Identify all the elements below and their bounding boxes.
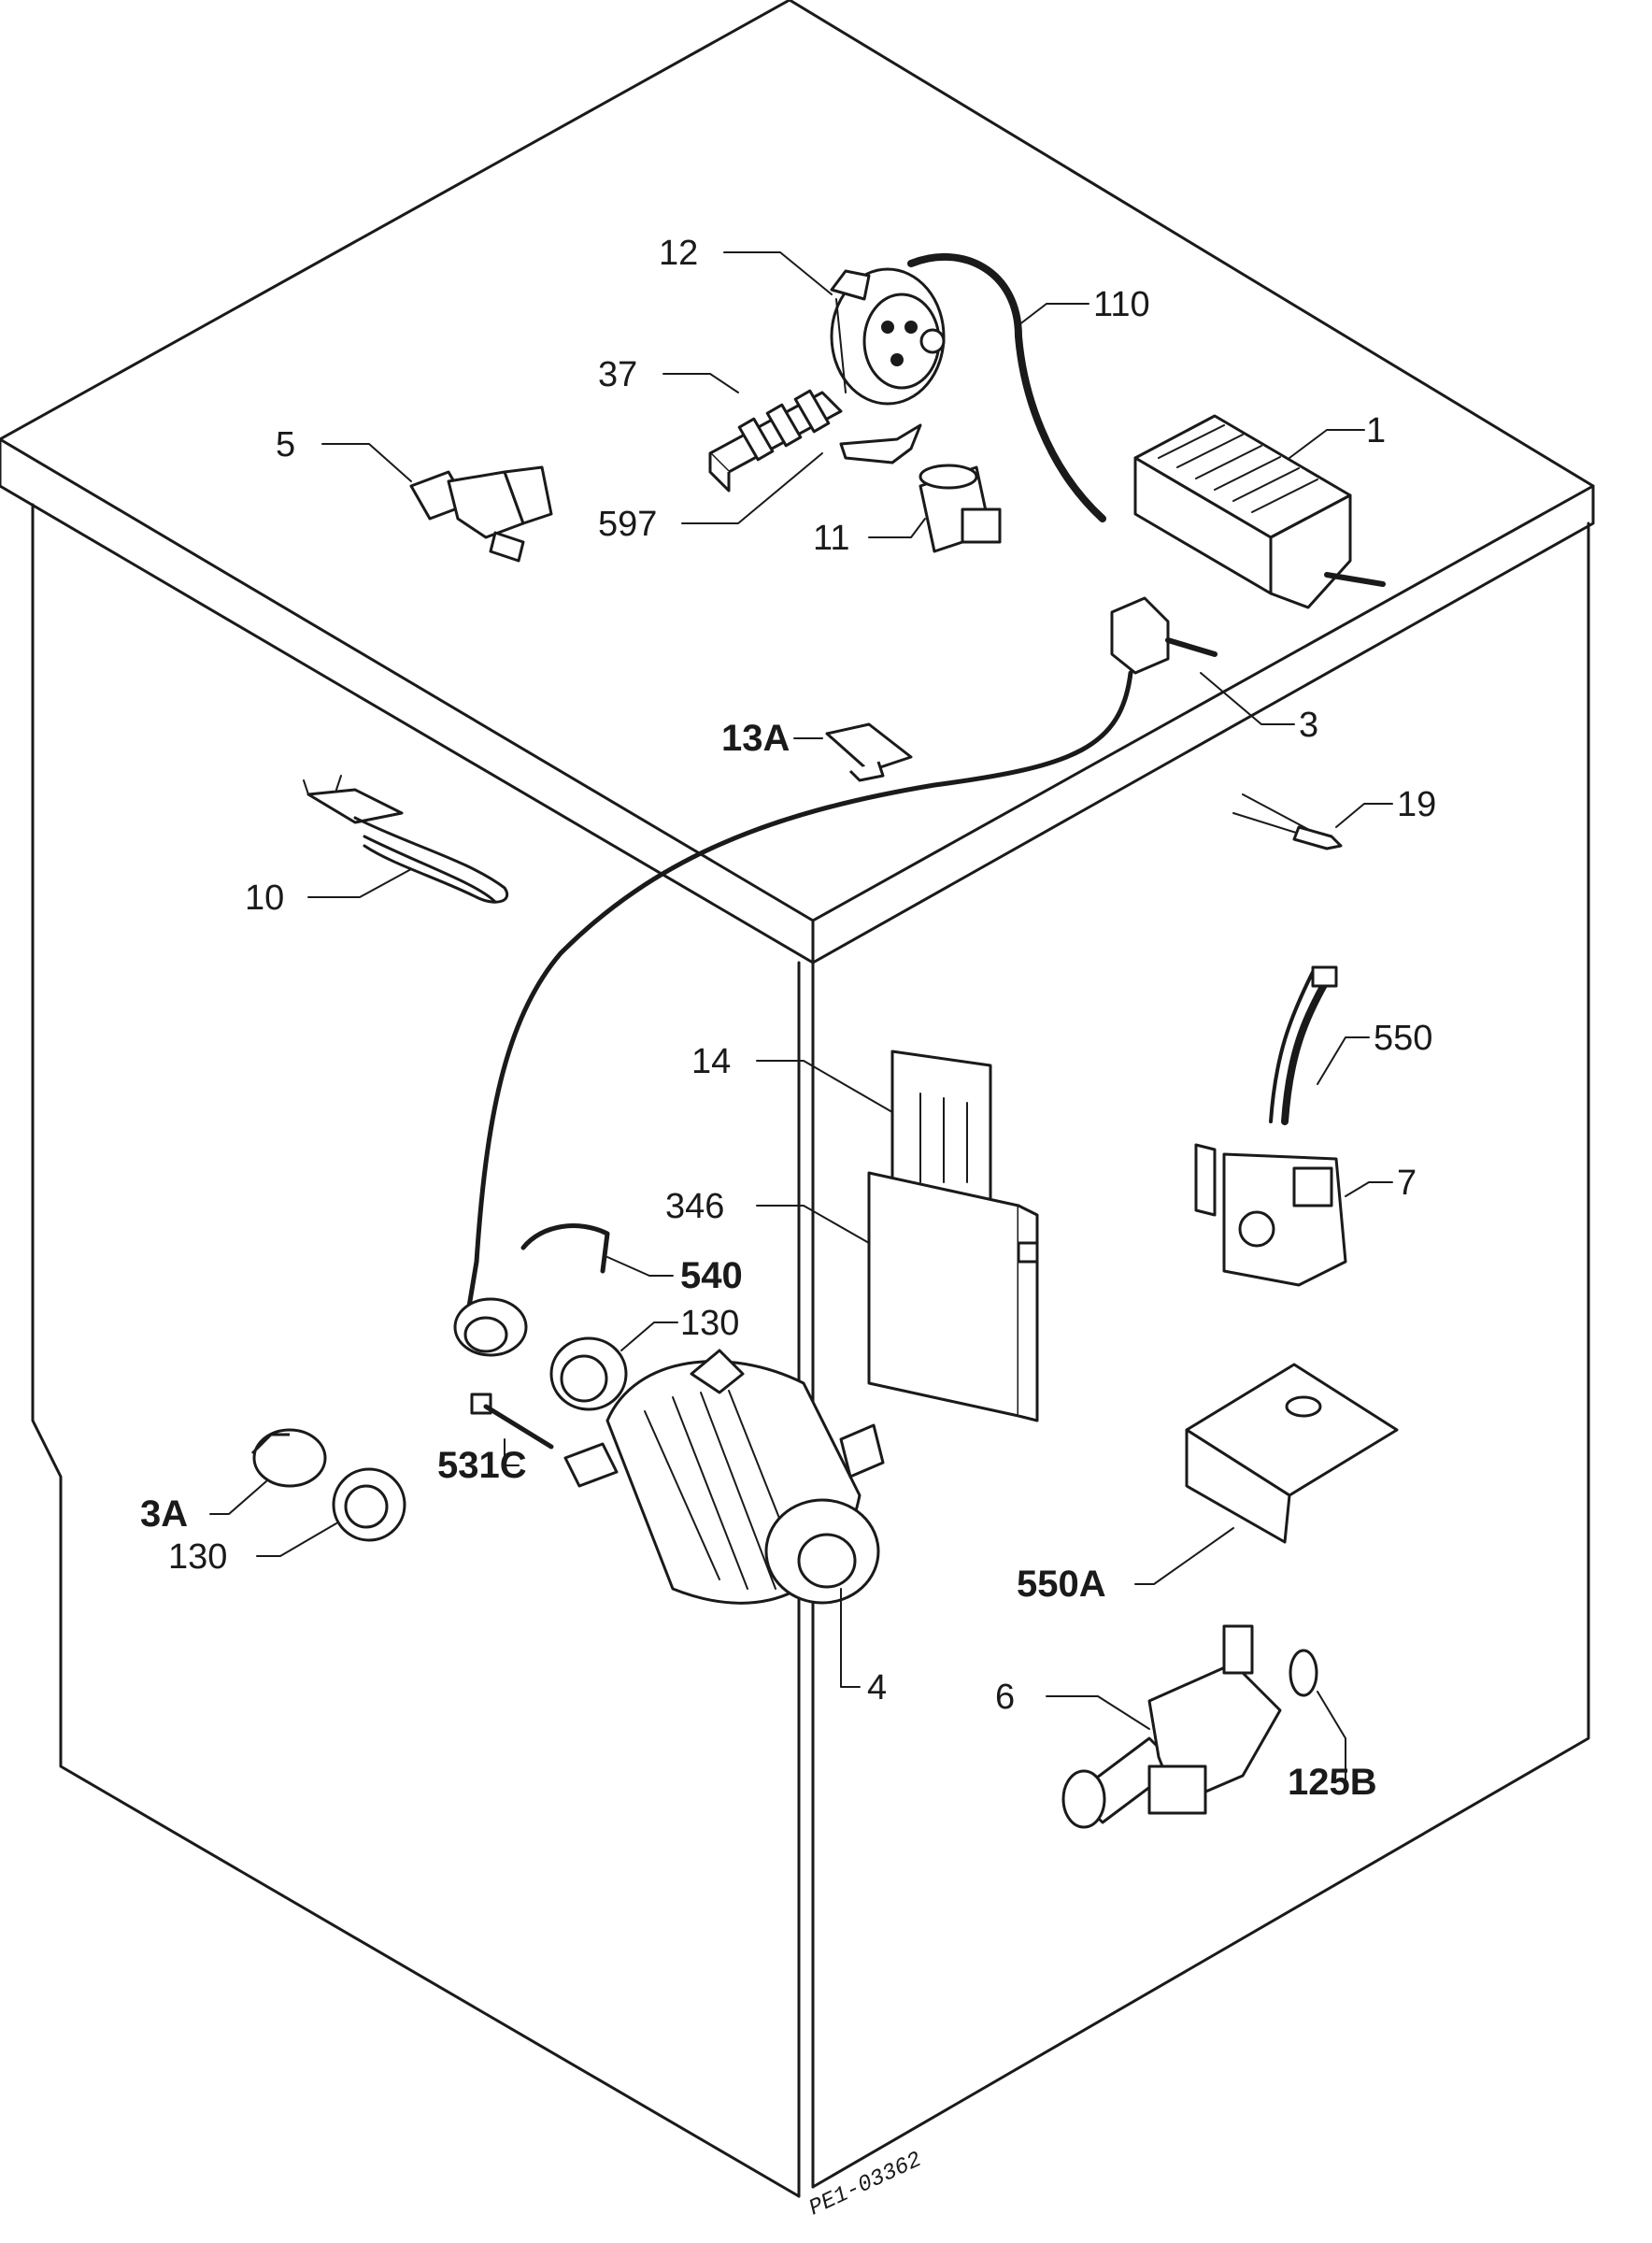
label-346: 346 [665,1187,724,1226]
label-5: 5 [276,425,295,464]
pump-motor-part-4 [563,1349,885,1605]
grommet-part-130-lower [332,1467,406,1542]
heater-part-10 [303,775,508,904]
capacitor-part-11 [919,464,1002,553]
wiring-part-550 [1269,965,1338,1125]
label-110: 110 [1093,285,1150,324]
label-130-upper: 130 [680,1304,739,1343]
label-11: 11 [813,519,849,558]
timer-part-1 [1133,414,1386,609]
drain-pump-part-6 [1061,1624,1318,1829]
label-125b: 125B [1288,1762,1377,1803]
label-14: 14 [691,1042,731,1081]
screw-part-531c [470,1393,554,1450]
label-1: 1 [1366,411,1386,450]
label-597: 597 [598,505,657,544]
switch-part-3 [1110,596,1218,675]
bracket-part-550a [1185,1363,1399,1544]
connector-part-13a [825,722,913,782]
pressure-switch-part-3a [250,1428,327,1488]
housing-part-346 [867,1171,1039,1422]
label-13a: 13A [721,718,790,759]
hose-part-110 [907,252,1106,522]
clip-part-540 [520,1223,610,1274]
grommet-on-cable [453,1297,528,1357]
label-4: 4 [867,1668,887,1707]
label-531c: 531C [437,1445,527,1486]
label-3a: 3A [140,1493,188,1535]
label-19: 19 [1397,785,1436,824]
valve-part-5 [409,465,553,563]
leader-lines [209,251,1393,1786]
label-12: 12 [659,234,698,273]
clip-part-597 [839,423,922,464]
label-130-lower: 130 [168,1537,227,1577]
cable [464,670,1133,1321]
reference-code: PE1-03362 [805,2148,926,2222]
label-540: 540 [680,1255,743,1296]
label-10: 10 [245,879,284,918]
pressure-switch-part-12 [830,267,946,406]
label-7: 7 [1397,1164,1417,1203]
label-6: 6 [995,1678,1015,1717]
label-550: 550 [1374,1019,1432,1058]
filter-card-part-14 [890,1050,992,1207]
terminal-strip-part-37 [708,389,843,493]
label-3: 3 [1299,706,1318,745]
grommet-part-130-upper [549,1336,628,1411]
door-lock-part-7 [1194,1143,1347,1287]
cabinet-outline [0,0,1595,2198]
label-37: 37 [598,355,637,394]
label-550a: 550A [1017,1564,1106,1605]
sensor-part-19 [1232,793,1343,850]
